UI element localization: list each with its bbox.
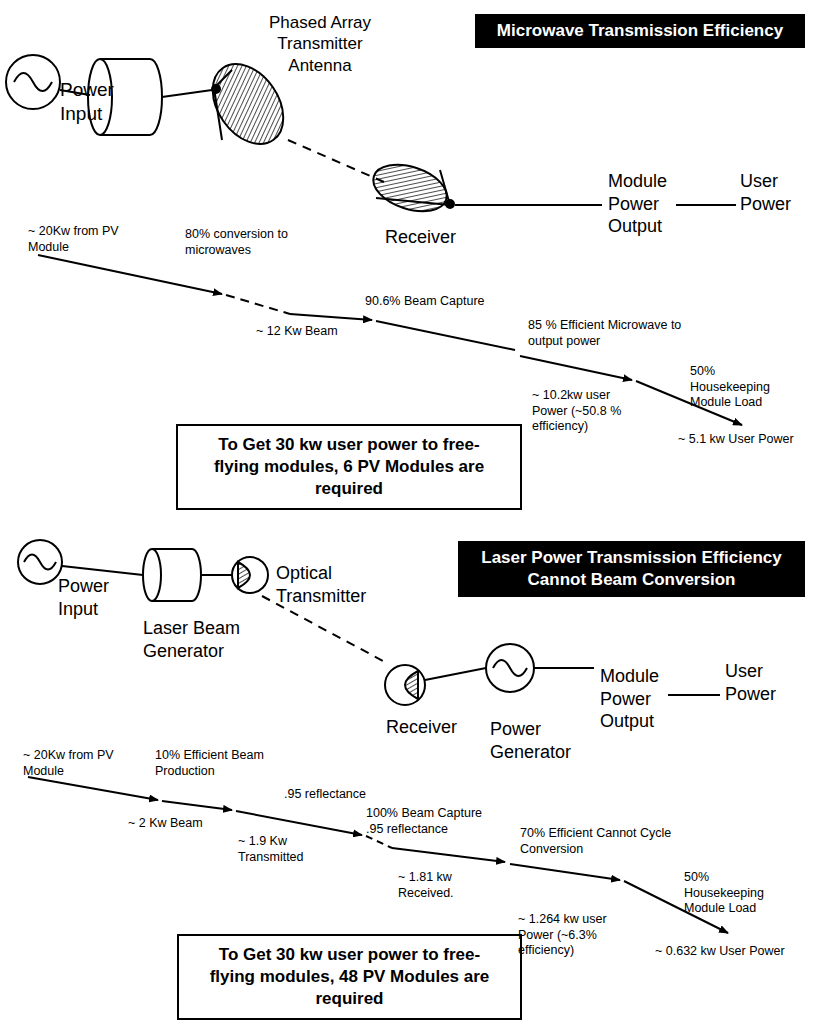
component-label: Phased Array Transmitter Antenna (246, 12, 394, 76)
efficiency-note: 90.6% Beam Capture (365, 294, 485, 310)
flow-arrow (236, 811, 362, 835)
flow-line (376, 321, 515, 350)
flow-dash (226, 295, 290, 314)
component-label: Module Power Output (608, 170, 688, 238)
cylinder-body (152, 549, 201, 601)
generator-symbol (486, 644, 534, 692)
efficiency-note: .95 reflectance (284, 787, 366, 803)
summary-box: To Get 30 kw user power to free-flying m… (177, 934, 522, 1020)
component-label: Power Generator (490, 718, 580, 763)
efficiency-note: 70% Efficient Cannot Cycle Conversion (520, 826, 680, 857)
efficiency-note: 100% Beam Capture .95 reflectance (366, 806, 494, 837)
title-banner: Microwave Transmission Efficiency (475, 14, 805, 48)
component-label: User Power (725, 660, 791, 705)
efficiency-note: 85 % Efficient Microwave to output power (528, 318, 718, 349)
cylinder-end (143, 549, 161, 601)
banner-title: Microwave Transmission Efficiency (485, 20, 795, 42)
beam-line (262, 596, 385, 662)
optical-receiver (385, 665, 425, 705)
antenna-dish (198, 51, 298, 157)
receiver-cone (376, 170, 450, 205)
component-label: User Power (740, 170, 804, 215)
sine-wave (24, 555, 56, 570)
source-symbol (6, 55, 60, 109)
efficiency-note: ~ 20Kw from PV Module (28, 224, 132, 255)
lens (405, 671, 418, 699)
component-label: Power Input (58, 575, 128, 620)
sine-wave (493, 660, 527, 676)
wire (668, 694, 720, 696)
feed-dot (446, 200, 454, 208)
summary-text: To Get 30 kw user power to free-flying m… (199, 944, 500, 1010)
flow-arrow (28, 777, 158, 800)
lens (238, 562, 250, 588)
efficiency-note: ~ 5.1 kw User Power (678, 432, 794, 448)
efficiency-note: ~ 12 Kw Beam (256, 324, 338, 340)
flow-arrow (392, 848, 505, 862)
flow-arrow (162, 801, 232, 810)
wire (455, 204, 602, 206)
component-label: Laser Beam Generator (143, 617, 247, 662)
efficiency-note: 50% Housekeeping Module Load (690, 364, 798, 411)
flow-arrow (38, 255, 222, 294)
wire (201, 574, 232, 576)
summary-box: To Get 30 kw user power to free-flying m… (176, 424, 522, 510)
banner-title: Laser Power Transmission Efficiency Cann… (468, 547, 795, 591)
sine-wave (14, 73, 52, 91)
component-label: Receiver (386, 716, 457, 739)
source-symbol (18, 540, 62, 584)
flow-arrow (520, 356, 632, 380)
flow-arrow (290, 314, 372, 320)
efficiency-note: ~ 1.264 kw user Power (~6.3% efficiency) (518, 912, 618, 959)
beam-line (288, 140, 384, 182)
efficiency-note: ~ 2 Kw Beam (128, 816, 203, 832)
receiver-dish (367, 156, 452, 219)
component-label: Power Input (60, 78, 130, 126)
optical-transmitter (232, 557, 268, 593)
wire (62, 566, 143, 575)
efficiency-note: ~ 1.81 kw Received. (398, 870, 482, 901)
efficiency-note: ~ 0.632 kw User Power (655, 944, 785, 960)
component-label: Receiver (385, 226, 456, 249)
summary-text: To Get 30 kw user power to free-flying m… (198, 434, 500, 500)
flow-dash (366, 836, 392, 848)
component-label: Module Power Output (600, 665, 680, 733)
wire (534, 667, 594, 669)
efficiency-note: ~ 10.2kw user Power (~50.8 % efficiency) (532, 388, 636, 435)
wire (162, 90, 212, 97)
efficiency-note: ~ 20Kw from PV Module (23, 748, 127, 779)
wire (676, 204, 736, 206)
component-label: Optical Transmitter (276, 562, 386, 607)
flow-arrow (510, 864, 620, 880)
efficiency-note: ~ 1.9 Kw Transmitted (238, 834, 320, 865)
title-banner: Laser Power Transmission Efficiency Cann… (458, 541, 805, 597)
efficiency-note: 10% Efficient Beam Production (155, 748, 267, 779)
efficiency-note: 80% conversion to microwaves (185, 227, 297, 258)
efficiency-note: 50% Housekeeping Module Load (684, 870, 792, 917)
wire (425, 668, 486, 680)
